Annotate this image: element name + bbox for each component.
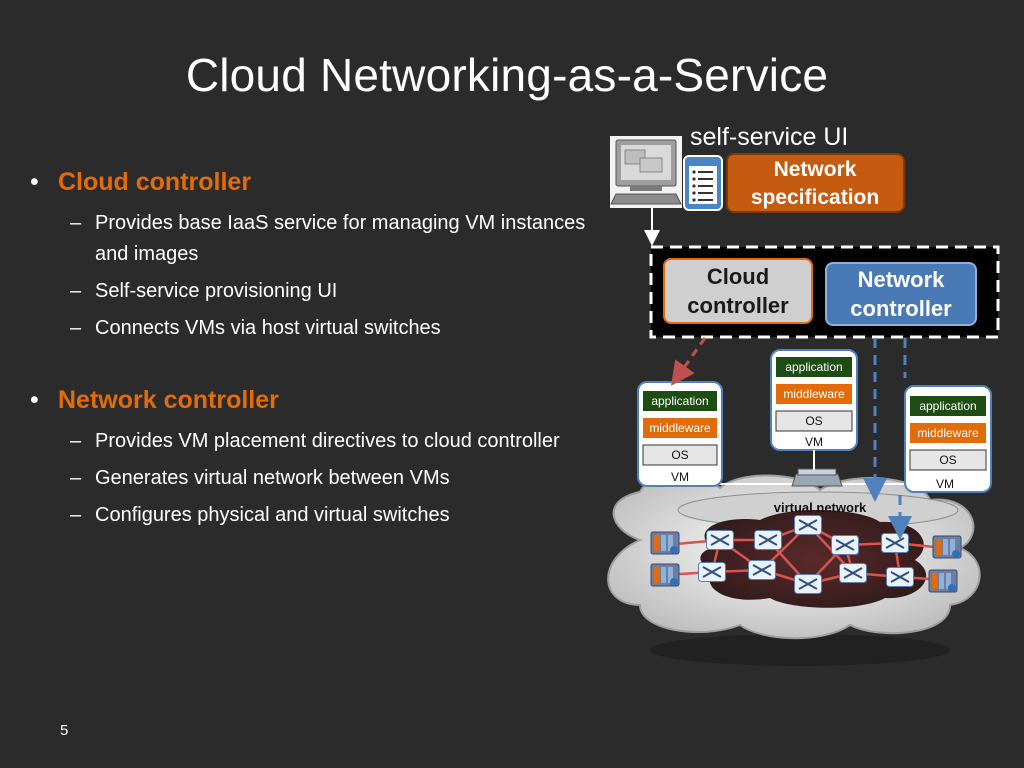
sub-bullet-text: Connects VMs via host virtual switches [95,317,441,339]
dash-marker: – [70,504,82,526]
sub-bullet: –Provides base IaaS service for managing… [28,208,588,270]
dash-marker: – [70,430,82,452]
bullet-cloud-controller: • Cloud controller [28,168,588,208]
vm-label: VM [671,470,689,484]
switch-icon [886,567,914,587]
cloud-controller-line1: Cloud [707,264,769,289]
server-icon [932,535,962,559]
sub-bullet: –Self-service provisioning UI [28,276,588,307]
vm-right: application middleware OS VM [904,385,992,493]
vm-os-layer: OS [671,448,688,462]
network-controller-box: Network controller [825,262,977,326]
switch-icon [794,574,822,594]
vm-os-layer: OS [939,453,956,467]
network-controller-line2: controller [850,296,952,321]
vm-left: application middleware OS VM [637,381,723,487]
vm-application-layer: application [919,399,976,413]
sub-bullet-text: Provides VM placement directives to clou… [95,430,560,452]
switch-icon [794,515,822,535]
switch-icon [748,560,776,580]
sub-bullet: –Provides VM placement directives to clo… [28,426,588,457]
switch-icon [831,535,859,555]
vm-middleware-layer: middleware [649,421,711,435]
virtual-network-label: virtual network [774,500,867,515]
bullet-dot: • [30,168,39,196]
bullet-list: • Cloud controller –Provides base IaaS s… [28,168,588,537]
network-controller-line1: Network [858,267,946,292]
sub-bullet-text: Self-service provisioning UI [95,280,338,302]
bullet-network-controller: • Network controller [28,386,588,426]
vm-middleware-layer: middleware [917,426,979,440]
page-number: 5 [60,722,69,739]
bullet-dot: • [30,386,39,414]
vm-os-layer: OS [805,414,822,428]
slide-title: Cloud Networking-as-a-Service [185,49,829,101]
vm-application-layer: application [785,360,842,374]
server-icon [650,563,680,587]
switch-icon [706,530,734,550]
bullet-heading: Cloud controller [58,168,252,196]
sub-bullet: –Connects VMs via host virtual switches [28,313,588,344]
network-spec-line2: specification [751,186,879,209]
cloud-controller-box: Cloud controller [663,258,813,324]
dash-marker: – [70,467,82,489]
dash-marker: – [70,212,82,234]
switch-icon [881,533,909,553]
network-spec-line1: Network [774,158,857,181]
virtual-switch-icon [791,468,843,487]
dash-marker: – [70,280,82,302]
vm-label: VM [936,477,954,491]
switch-icon [698,562,726,582]
cloud-controller-placement-arrow [671,337,707,386]
document-list-icon [683,155,723,211]
switch-icon [754,530,782,550]
vm-application-layer: application [651,394,708,408]
bullet-heading: Network controller [58,386,279,414]
vm-middleware-layer: middleware [783,387,845,401]
physical-network-cloud: virtual network [607,473,981,666]
sub-bullet: –Generates virtual network between VMs [28,463,588,494]
network-specification-box: Network specification [726,153,905,213]
sub-bullet: –Configures physical and virtual switche… [28,500,588,531]
sub-bullet-text: Generates virtual network between VMs [95,467,450,489]
dash-marker: – [70,317,82,339]
vm-middle: application middleware OS VM [770,349,858,470]
sub-bullet-text: Configures physical and virtual switches [95,504,450,526]
cloud-controller-line2: controller [687,293,789,318]
server-icon [650,531,680,555]
vm-label: VM [805,435,823,449]
server-icon [928,569,958,593]
sub-bullet-text: Provides base IaaS service for managing … [95,212,586,265]
self-service-ui-label: self-service UI [690,123,848,151]
computer-icon [610,136,682,208]
switch-icon [839,563,867,583]
